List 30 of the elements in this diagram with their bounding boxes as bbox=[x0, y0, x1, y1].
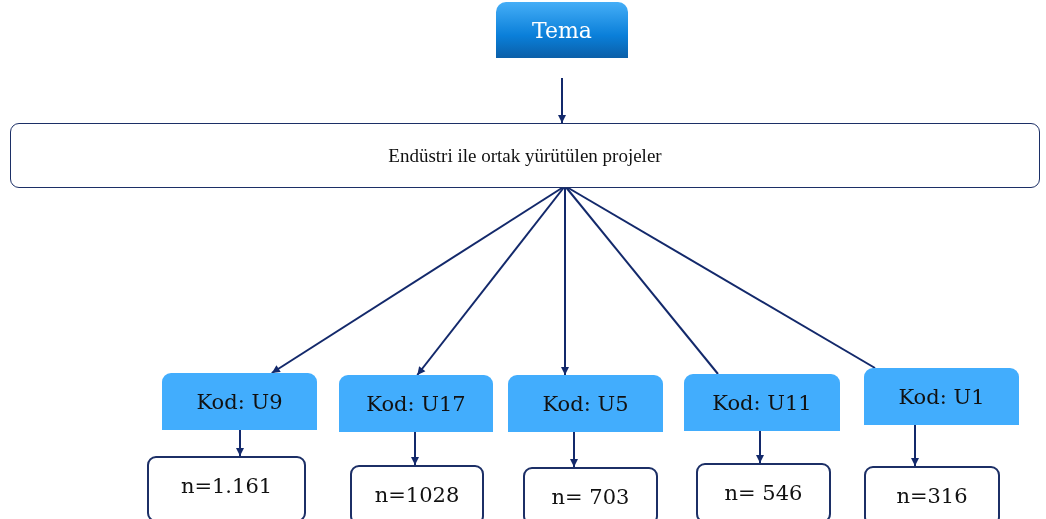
node-label: Kod: U17 bbox=[366, 391, 466, 416]
arrow bbox=[756, 430, 764, 464]
code-box bbox=[864, 368, 1019, 425]
arrow bbox=[411, 431, 419, 466]
node-label: Tema bbox=[532, 17, 592, 43]
theme-box bbox=[10, 123, 1040, 188]
node-label: Endüstri ile ortak yürütülen projeler bbox=[388, 144, 662, 167]
code-box bbox=[162, 373, 317, 430]
code-box bbox=[339, 375, 493, 432]
count-box bbox=[864, 466, 1000, 519]
arrow bbox=[570, 431, 578, 468]
count-box bbox=[147, 456, 306, 519]
node-label: Kod: U1 bbox=[898, 384, 985, 409]
title-box bbox=[496, 2, 628, 58]
node-label: n= 546 bbox=[724, 481, 803, 505]
node-label: Kod: U11 bbox=[712, 390, 812, 415]
node-label: n=316 bbox=[896, 484, 968, 508]
count-box bbox=[350, 465, 484, 519]
count-box bbox=[523, 467, 658, 519]
node-label: Kod: U9 bbox=[196, 389, 283, 414]
count-box bbox=[696, 463, 831, 519]
arrow bbox=[236, 429, 244, 457]
arrow bbox=[558, 77, 566, 124]
code-box bbox=[508, 375, 663, 432]
node-label: Kod: U5 bbox=[542, 391, 629, 416]
node-label: n=1.161 bbox=[180, 474, 273, 498]
node-label: n= 703 bbox=[551, 485, 630, 509]
code-box bbox=[684, 374, 840, 431]
arrow bbox=[911, 424, 919, 467]
node-label: n=1028 bbox=[374, 483, 460, 507]
